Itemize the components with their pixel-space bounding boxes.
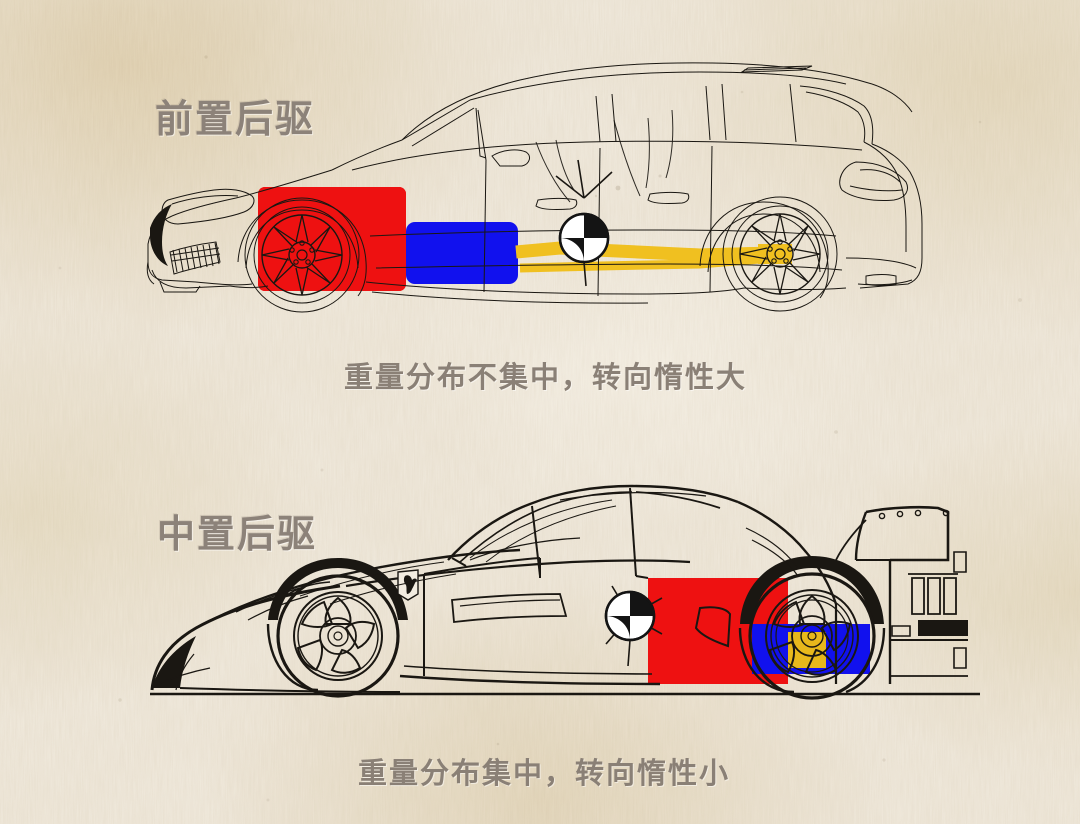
sportscar-front-wheel xyxy=(276,574,400,698)
section-caption-front-engine: 重量分布不集中，转向惰性大 xyxy=(344,362,748,394)
transmission-blue xyxy=(406,222,518,284)
section-heading-front-engine: 前置后驱 xyxy=(155,99,316,141)
wagon-rear-wheel xyxy=(722,196,838,312)
sportscar-rear-wheel xyxy=(748,572,876,700)
wagon-body-lines xyxy=(146,62,923,304)
sportscar-body-lines xyxy=(150,484,980,696)
wagon-front-wheel xyxy=(244,197,360,313)
section-heading-mid-engine: 中置后驱 xyxy=(157,514,318,556)
wagon-interior-lines xyxy=(535,109,674,203)
cg-marker-wagon xyxy=(555,159,613,287)
ferrari-badge xyxy=(397,569,419,601)
section-caption-mid-engine: 重量分布集中，转向惰性小 xyxy=(358,758,731,790)
cg-marker-sportscar xyxy=(604,585,663,667)
